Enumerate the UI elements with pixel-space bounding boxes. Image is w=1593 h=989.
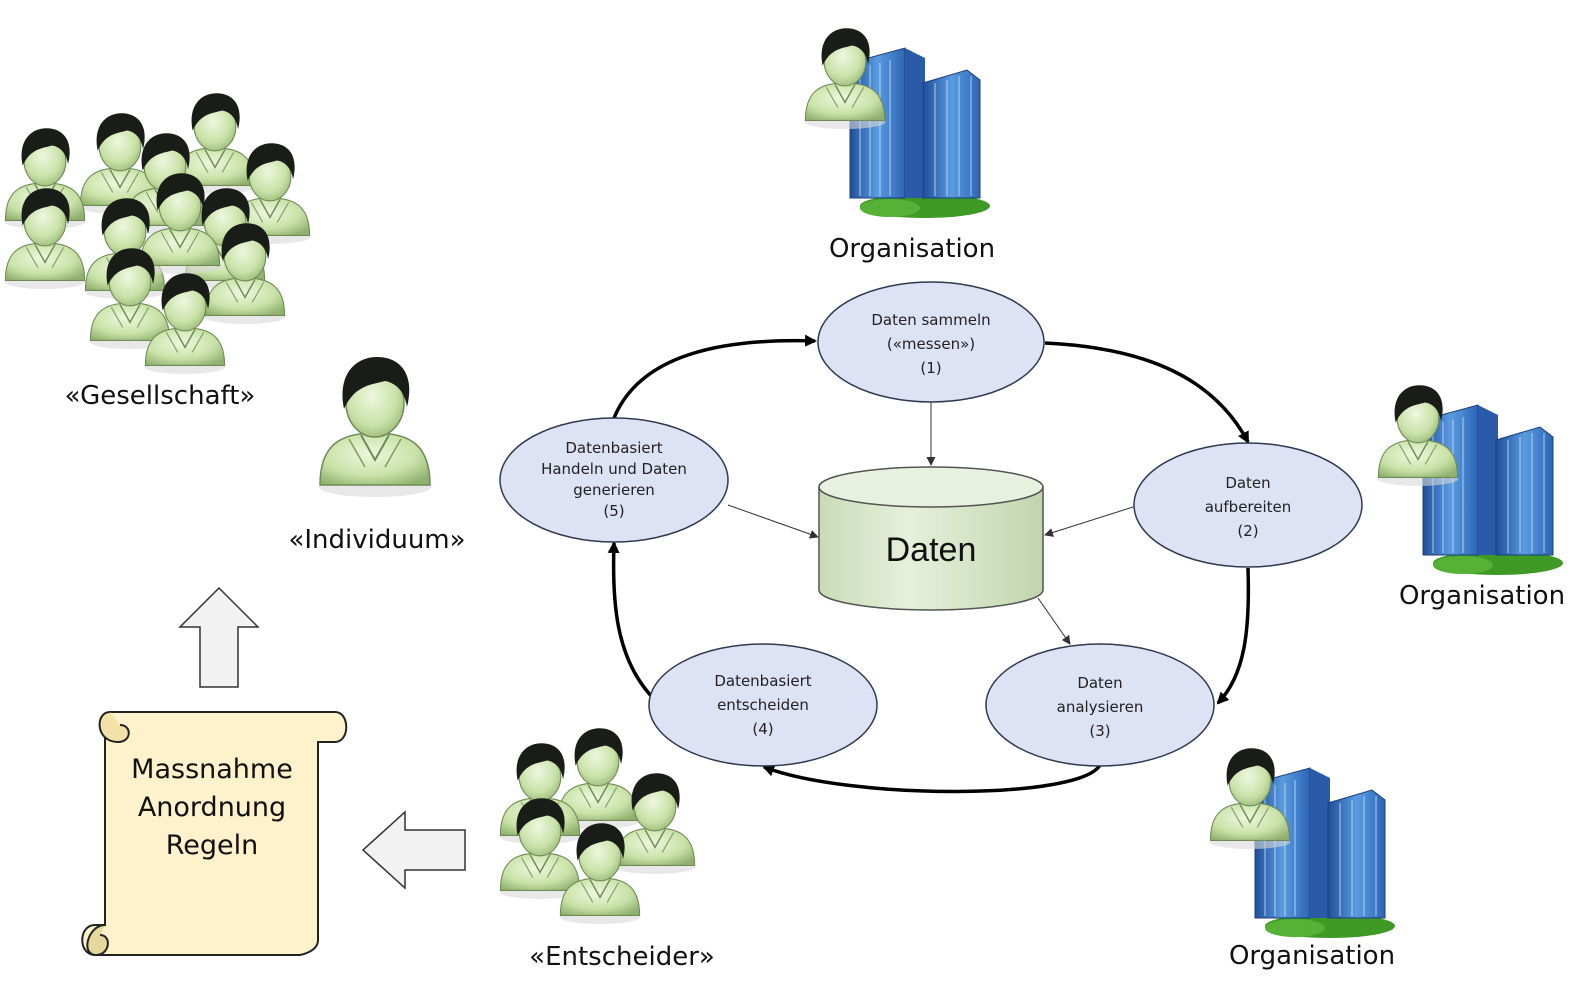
organisation-bottom-label: Organisation bbox=[1229, 941, 1395, 971]
datastore-label: Daten bbox=[886, 531, 977, 569]
node-5-line-2: Handeln und Daten bbox=[541, 460, 687, 478]
cycle-node-4: Datenbasiert entscheiden (4) bbox=[648, 643, 878, 767]
node-2-line-3: (2) bbox=[1237, 522, 1258, 540]
scroll-line-1: Massnahme bbox=[131, 754, 293, 785]
node-2-line-1: Daten bbox=[1225, 474, 1270, 492]
organisation-right-icon bbox=[1378, 385, 1563, 575]
arrow-1-to-2 bbox=[1044, 341, 1250, 444]
individual-label: «Individuum» bbox=[288, 525, 465, 555]
scroll-line-3: Regeln bbox=[166, 830, 259, 861]
organisation-bottom-icon bbox=[1210, 748, 1395, 938]
datastore-cylinder-icon bbox=[818, 466, 1044, 611]
node-1-line-3: (1) bbox=[920, 359, 941, 377]
node-5-line-3: generieren bbox=[573, 481, 655, 499]
node-1-line-2: («messen») bbox=[887, 335, 975, 353]
arrow-3-to-4 bbox=[762, 763, 1102, 794]
node-5-line-4: (5) bbox=[603, 502, 624, 520]
left-block-arrow-icon bbox=[361, 810, 466, 890]
arrow-5-to-1 bbox=[612, 334, 817, 419]
node-4-line-1: Datenbasiert bbox=[714, 672, 811, 690]
up-block-arrow-icon bbox=[178, 586, 260, 688]
node-3-line-3: (3) bbox=[1089, 722, 1110, 740]
individual-person-icon bbox=[318, 356, 432, 498]
arrow-4-to-5 bbox=[607, 541, 657, 702]
scroll-icon bbox=[81, 711, 348, 957]
node-5-line-1: Datenbasiert bbox=[565, 439, 662, 457]
node-4-line-3: (4) bbox=[752, 720, 773, 738]
society-crowd-icon bbox=[3, 92, 312, 375]
arrow-2-to-3 bbox=[1216, 567, 1251, 705]
node-2-line-2: aufbereiten bbox=[1205, 498, 1292, 516]
society-label: «Gesellschaft» bbox=[65, 381, 256, 411]
decider-crowd-icon bbox=[498, 727, 697, 925]
decider-label: «Entscheider» bbox=[529, 942, 715, 972]
node-1-line-1: Daten sammeln bbox=[871, 311, 990, 329]
organisation-top-label: Organisation bbox=[829, 234, 995, 264]
node-4-line-2: entscheiden bbox=[717, 696, 809, 714]
scroll-line-2: Anordnung bbox=[138, 792, 286, 823]
cycle-node-1: Daten sammeln («messen») (1) bbox=[817, 281, 1045, 403]
cycle-node-3: Daten analysieren (3) bbox=[985, 643, 1215, 767]
organisation-right-label: Organisation bbox=[1399, 581, 1565, 611]
arrow-data-to-3 bbox=[1037, 597, 1071, 645]
cycle-node-2: Daten aufbereiten (2) bbox=[1133, 442, 1363, 568]
arrow-2-to-data bbox=[1044, 506, 1134, 537]
node-3-line-1: Daten bbox=[1077, 674, 1122, 692]
cycle-node-5: Datenbasiert Handeln und Daten generiere… bbox=[499, 417, 729, 543]
organisation-top-icon bbox=[805, 28, 990, 218]
node-3-line-2: analysieren bbox=[1057, 698, 1144, 716]
arrow-5-to-data bbox=[727, 504, 819, 539]
